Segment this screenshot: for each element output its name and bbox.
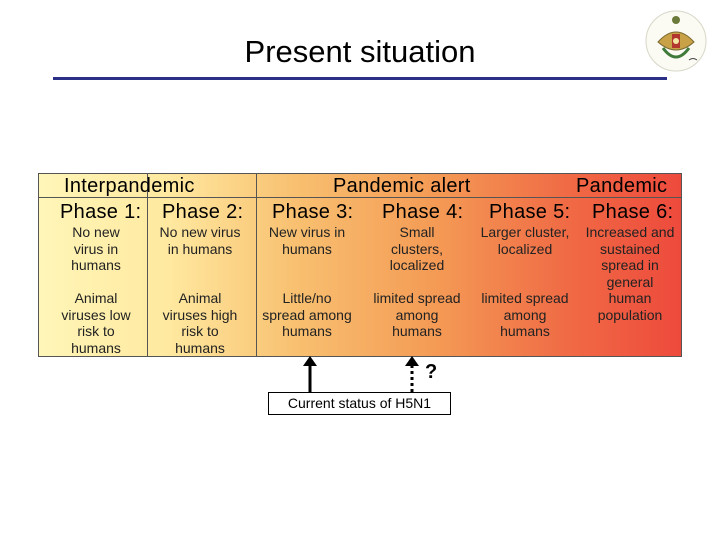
phase-5-spread: limited spread among humans — [481, 290, 569, 339]
current-status-label: Current status of H5N1 — [268, 392, 451, 415]
question-mark: ? — [425, 361, 438, 383]
phase-1-animal-risk: Animal viruses low risk to humans — [61, 290, 131, 356]
phase-4-human-status: Small clusters, localized — [389, 224, 445, 273]
phase-2-label: Phase 2: — [162, 201, 244, 223]
phase-2-animal-risk: Animal viruses high risk to humans — [162, 290, 238, 356]
phase-2-human-status: No new virus in humans — [159, 224, 241, 257]
row-divider — [38, 197, 682, 198]
phase-3-spread: Little/no spread among humans — [262, 290, 352, 339]
title-underline — [53, 77, 667, 80]
current-status-arrow — [303, 356, 317, 392]
phase-3-label: Phase 3: — [272, 201, 354, 223]
phase-5-label: Phase 5: — [489, 201, 571, 223]
group-pandemic-alert: Pandemic alert — [333, 175, 471, 197]
slide-title: Present situation — [244, 34, 476, 69]
possible-status-arrow — [405, 356, 419, 392]
phase-table — [38, 173, 682, 357]
emblem-logo — [645, 10, 707, 72]
phase-1-human-status: No new virus in humans — [71, 224, 121, 273]
phase-5-human-status: Larger cluster, localized — [480, 224, 570, 257]
phase-4-spread: limited spread among humans — [373, 290, 461, 339]
column-divider — [147, 173, 148, 357]
group-interpandemic: Interpandemic — [64, 175, 195, 197]
phase-1-label: Phase 1: — [60, 201, 142, 223]
group-pandemic: Pandemic — [576, 175, 668, 197]
column-divider — [256, 173, 257, 357]
phase-4-label: Phase 4: — [382, 201, 464, 223]
phase-6-label: Phase 6: — [592, 201, 674, 223]
phase-3-human-status: New virus in humans — [268, 224, 346, 257]
phase-6-human-status: Increased and sustained spread in genera… — [585, 224, 675, 323]
